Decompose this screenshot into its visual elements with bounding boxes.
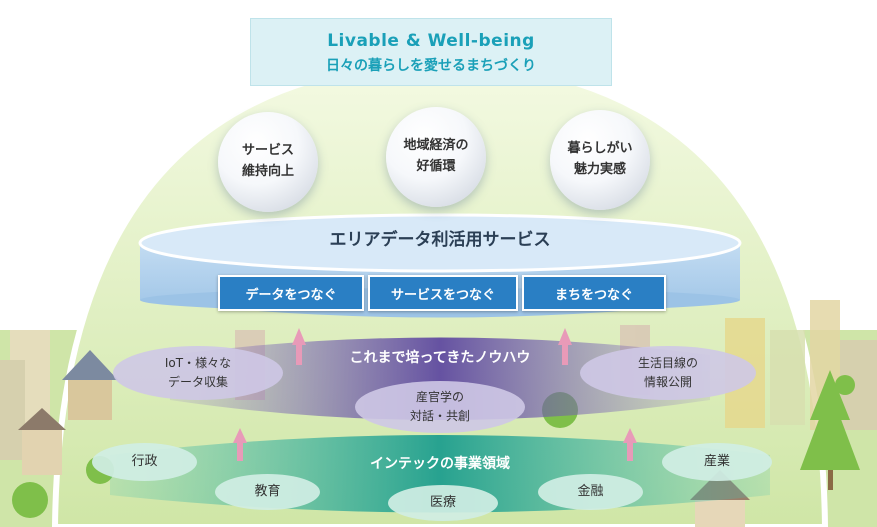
title-japanese: 日々の暮らしを愛せるまちづくり xyxy=(326,58,536,74)
value-sphere-line2: 維持向上 xyxy=(241,164,294,179)
value-sphere-living: 暮らしがい 魅力実感 xyxy=(550,110,650,210)
domain-finance: 金融 xyxy=(538,474,643,510)
domain-industry: 産業 xyxy=(662,443,772,481)
title-panel: Livable & Well-being 日々の暮らしを愛せるまちづくり xyxy=(250,18,612,86)
connect-town-button[interactable]: まちをつなぐ xyxy=(522,275,666,311)
knowhow-line2: 対話・共創 xyxy=(409,409,470,423)
value-sphere-service: サービス 維持向上 xyxy=(218,112,318,212)
knowhow-line2: データ収集 xyxy=(167,375,228,389)
value-sphere-line1: 地域経済の xyxy=(403,138,469,154)
domain-medical: 医療 xyxy=(388,485,498,521)
knowhow-line2: 情報公開 xyxy=(643,375,692,389)
value-sphere-line1: 暮らしがい xyxy=(567,141,633,157)
knowhow-public-info: 生活目線の 情報公開 xyxy=(580,346,756,400)
domain-education: 教育 xyxy=(215,474,320,510)
value-sphere-line1: サービス xyxy=(241,143,294,159)
connect-data-button[interactable]: データをつなぐ xyxy=(218,275,364,311)
knowhow-line1: 産官学の xyxy=(415,390,464,405)
knowhow-cocreation: 産官学の 対話・共創 xyxy=(355,381,525,433)
connect-services-button[interactable]: サービスをつなぐ xyxy=(368,275,518,311)
value-sphere-line2: 魅力実感 xyxy=(573,162,626,177)
value-sphere-economy: 地域経済の 好循環 xyxy=(386,107,486,207)
value-sphere-line2: 好循環 xyxy=(416,159,456,174)
platform-label: エリアデータ利活用サービス xyxy=(329,230,551,250)
domain-government: 行政 xyxy=(92,443,197,481)
knowhow-label: これまで培ってきたノウハウ xyxy=(349,350,531,366)
knowhow-iot-data: IoT・様々な データ収集 xyxy=(113,346,283,400)
knowhow-line1: IoT・様々な xyxy=(164,356,232,371)
business-label: インテックの事業領域 xyxy=(370,456,510,472)
title-english: Livable & Well-being xyxy=(327,31,535,51)
knowhow-line1: 生活目線の xyxy=(637,356,698,371)
